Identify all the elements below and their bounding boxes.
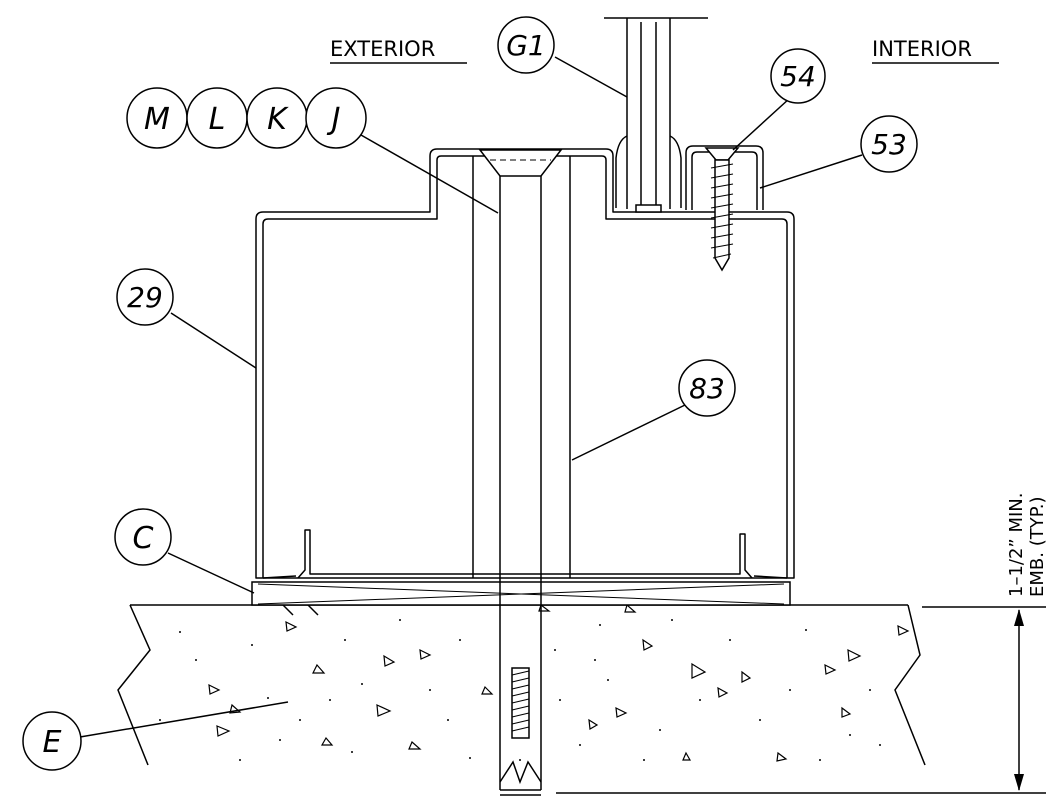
callout-k: K xyxy=(246,87,308,149)
screw xyxy=(704,147,740,272)
svg-text:E: E xyxy=(43,725,62,760)
callout-c: C xyxy=(114,508,172,566)
callout-54: 54 xyxy=(770,48,826,104)
interior-label: INTERIOR xyxy=(872,37,972,61)
svg-text:54: 54 xyxy=(780,60,816,93)
callout-g1: G1 xyxy=(497,16,555,74)
exterior-label: EXTERIOR xyxy=(330,37,435,61)
svg-text:83: 83 xyxy=(689,372,725,405)
concrete-stipple xyxy=(159,605,910,762)
callout-29: 29 xyxy=(116,268,174,326)
svg-text:K: K xyxy=(267,102,289,137)
leader-lines xyxy=(79,56,863,738)
svg-text:L: L xyxy=(209,102,226,137)
callout-j: J xyxy=(305,87,367,149)
internal-webs xyxy=(472,156,571,578)
embedment-note-line2: EMB. (TYP.) xyxy=(1027,496,1046,597)
svg-text:29: 29 xyxy=(127,281,163,314)
svg-text:C: C xyxy=(133,521,154,556)
svg-text:53: 53 xyxy=(871,128,907,161)
svg-text:G1: G1 xyxy=(506,29,546,62)
callout-l: L xyxy=(186,87,248,149)
callout-e: E xyxy=(22,711,82,771)
glazing-post xyxy=(604,17,708,213)
anchor-fastener xyxy=(478,149,563,796)
callout-m: M xyxy=(126,87,188,149)
shim-pad xyxy=(251,581,791,606)
callout-53: 53 xyxy=(860,115,918,173)
svg-text:M: M xyxy=(144,102,170,137)
embedment-note-line1: 1–1/2” MIN. xyxy=(1006,493,1027,598)
callout-83: 83 xyxy=(678,359,736,417)
embedment-dimension xyxy=(556,606,1046,794)
